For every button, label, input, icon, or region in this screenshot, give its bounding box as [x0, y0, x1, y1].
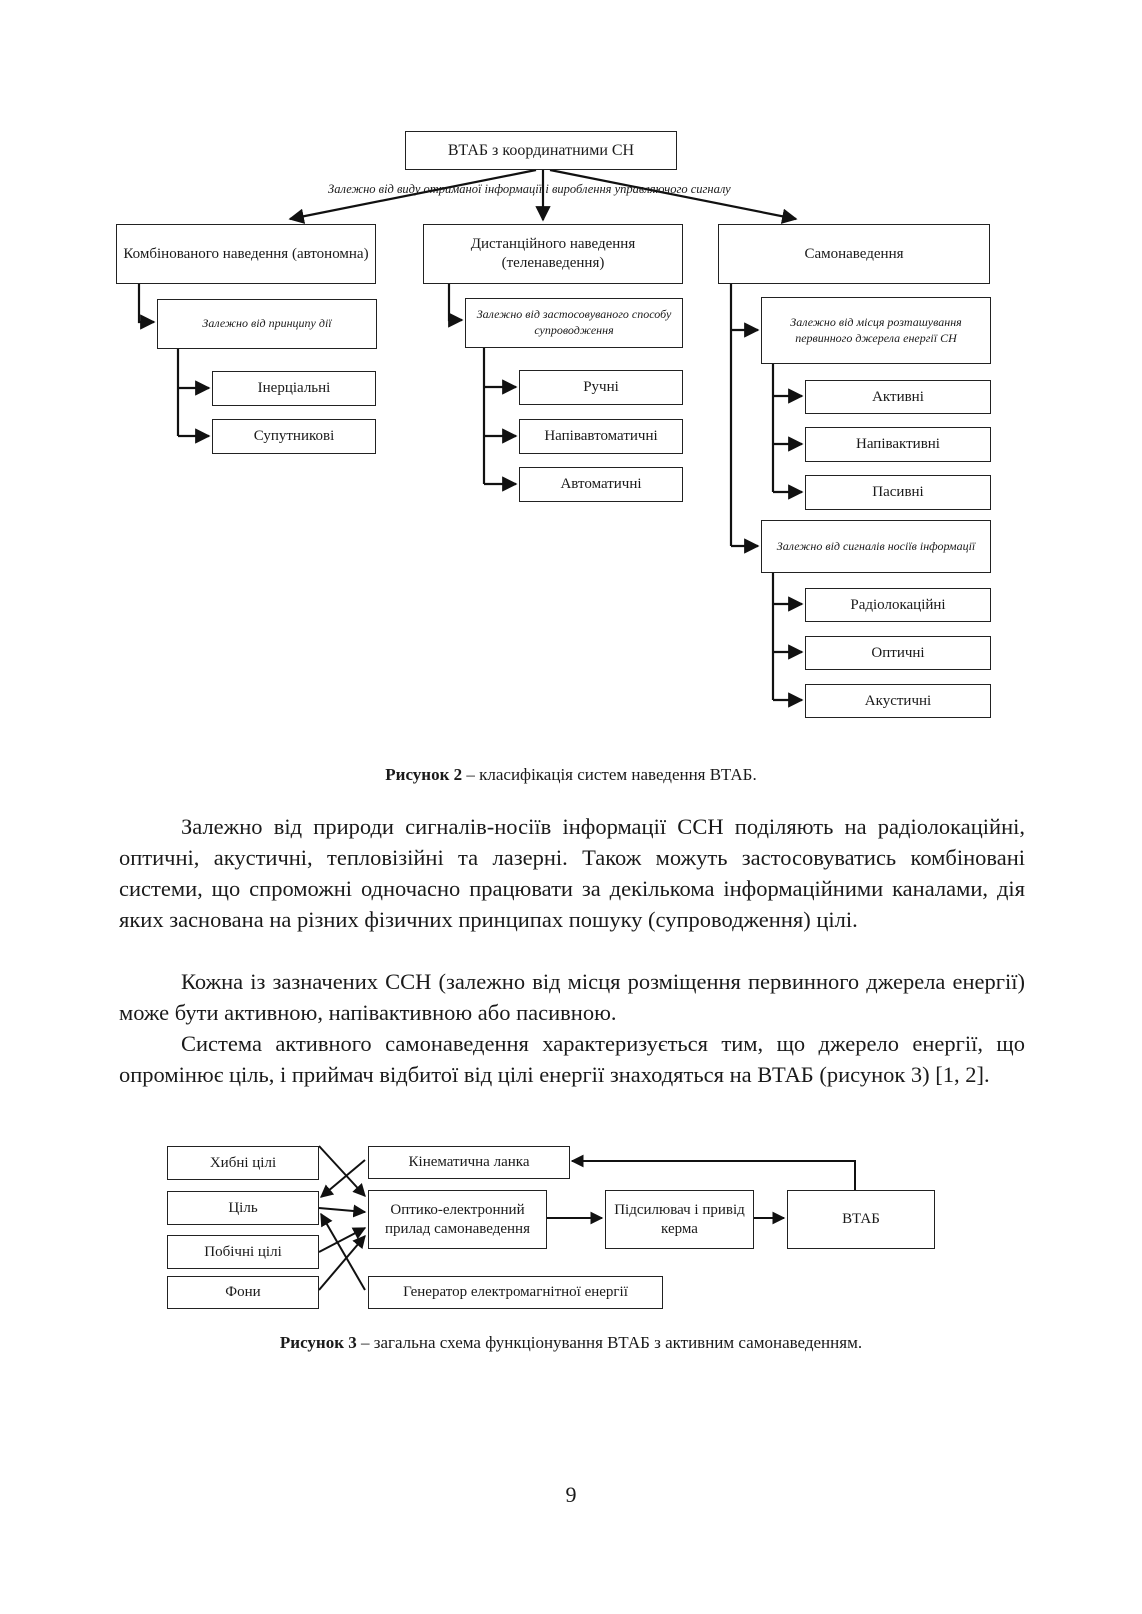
fig2-item-satellite: Супутникові: [212, 419, 376, 454]
fig2-item-radar: Радіолокаційні: [805, 588, 991, 622]
fig2-criterion-energy-source: Залежно від місця розташування первинног…: [761, 297, 991, 364]
fig3-side-targets: Побічні цілі: [167, 1235, 319, 1269]
fig2-item-active: Активні: [805, 380, 991, 414]
fig2-item-optical: Оптичні: [805, 636, 991, 670]
fig3-caption: Рисунок 3 – загальна схема функціонуванн…: [0, 1333, 1142, 1353]
fig2-branch-combined: Комбінованого наведення (автономна): [116, 224, 376, 284]
fig2-criterion-principle: Залежно від принципу дії: [157, 299, 377, 349]
fig2-item-auto: Автоматичні: [519, 467, 683, 502]
fig2-caption: Рисунок 2 – класифікація систем наведенн…: [0, 765, 1142, 785]
fig2-root-criterion: Залежно від виду отриманої інформації і …: [328, 182, 731, 196]
fig3-caption-label: Рисунок 3: [279, 1333, 357, 1352]
fig2-root-box: ВТАБ з координатними СН: [405, 131, 677, 170]
paragraph-3: Система активного самонаведення характер…: [119, 1031, 1025, 1087]
fig3-target: Ціль: [167, 1191, 319, 1225]
fig2-branch-homing: Самонаведення: [718, 224, 990, 284]
fig2-branch-remote: Дистанційного наведення (теленаведення): [423, 224, 683, 284]
fig3-false-targets: Хибні цілі: [167, 1146, 319, 1180]
fig3-amplifier: Підсилювач і привід керма: [605, 1190, 754, 1249]
fig3-backgrounds: Фони: [167, 1276, 319, 1309]
fig3-sensor: Оптико-електронний прилад самонаведення: [368, 1190, 547, 1249]
fig2-item-acoustic: Акустичні: [805, 684, 991, 718]
fig2-criterion-tracking: Залежно від застосовуваного способу супр…: [465, 298, 683, 348]
fig2-item-semiactive: Напівактивні: [805, 427, 991, 462]
fig2-item-manual: Ручні: [519, 370, 683, 405]
fig2-item-passive: Пасивні: [805, 475, 991, 510]
fig2-criterion-signals: Залежно від сигналів носіїв інформації: [761, 520, 991, 573]
fig2-caption-text: – класифікація систем наведення ВТАБ.: [462, 765, 757, 784]
paragraph-1: Залежно від природи сигналів-носіїв інфо…: [119, 814, 1025, 932]
fig3-vtab: ВТАБ: [787, 1190, 935, 1249]
fig2-item-inertial: Інерціальні: [212, 371, 376, 406]
fig3-kinematic-link: Кінематична ланка: [368, 1146, 570, 1179]
fig2-item-semiauto: Напівавтоматичні: [519, 419, 683, 454]
fig3-generator: Генератор електромагнітної енергії: [368, 1276, 663, 1309]
fig2-caption-label: Рисунок 2: [385, 765, 463, 784]
fig3-caption-text: – загальна схема функціонування ВТАБ з а…: [356, 1333, 863, 1352]
paragraph-2: Кожна із зазначених ССН (залежно від міс…: [119, 969, 1025, 1025]
page-number: 9: [565, 1482, 577, 1507]
